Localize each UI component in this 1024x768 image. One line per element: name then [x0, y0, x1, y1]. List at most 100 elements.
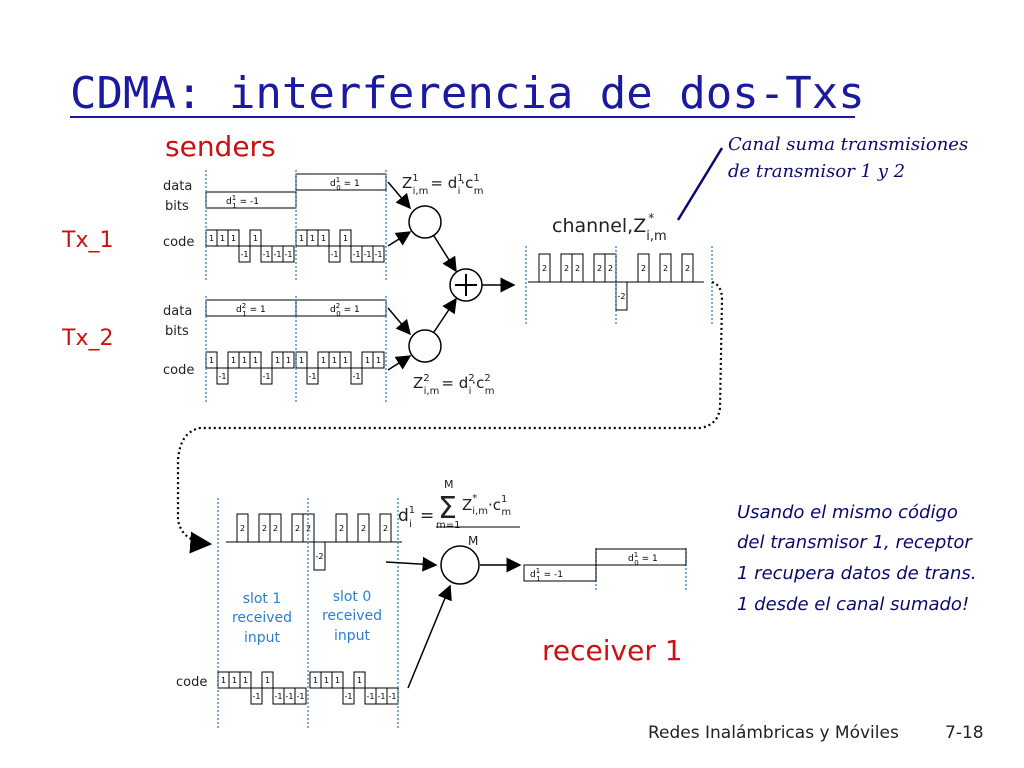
channel-chip-label-12: 2 [361, 524, 366, 533]
adder-icon [449, 268, 483, 302]
mult1-to-adder-arrow [433, 235, 457, 273]
receiver-code-label: code [176, 675, 207, 690]
channel-chip-label-10: 2 [339, 524, 344, 533]
sum-upper-limit: M [444, 478, 454, 491]
chip-label-9: -1 [309, 372, 317, 381]
chip-label-12: 1 [343, 356, 348, 365]
footer-text: Redes Inalámbricas y Móviles [648, 723, 899, 743]
chip-label-7: 1 [286, 356, 291, 365]
tx2-bit-d0-sup: 2 [336, 302, 340, 310]
chip-label-9: 1 [324, 676, 329, 685]
svg-text:received: received [322, 608, 382, 624]
svg-text:Z*i,m·c1m: Z*i,m·c1m [462, 493, 511, 518]
chip-label-13: -1 [353, 250, 361, 259]
chip-10 [317, 229, 330, 247]
svg-text:received: received [232, 610, 292, 626]
tx2-bit-d1-value: = 1 [250, 305, 266, 315]
svg-text:del transmisor 1, receptor: del transmisor 1, receptor [737, 532, 973, 553]
tx2-code-to-mult-arrow [387, 355, 412, 371]
slide-title: CDMA: interferencia de dos-Txs [70, 68, 865, 119]
slot1-label: slot 1 received input [232, 591, 292, 646]
tx2-bit-d0-label: d [330, 305, 336, 315]
channel-chip-label-1: 2 [240, 524, 245, 533]
svg-text:1 desde el canal sumado!: 1 desde el canal sumado! [737, 594, 969, 615]
channel-chip-label-12: 2 [663, 264, 668, 273]
channel-to-receiver-connector [176, 280, 724, 554]
tx2-code-label: code [163, 363, 194, 378]
chip-label-7: -1 [285, 250, 293, 259]
svg-text:input: input [244, 630, 281, 646]
mult2-to-adder-arrow [433, 297, 457, 333]
recv-code-to-mult-arrow [407, 584, 452, 689]
chip-label-13: -1 [367, 692, 375, 701]
chip-13 [350, 367, 363, 385]
chip-label-2: 1 [243, 676, 248, 685]
chip-label-15: -1 [375, 250, 383, 259]
svg-text:slot 0: slot 0 [333, 589, 372, 605]
chip-3 [250, 687, 263, 705]
svg-text:d10= 1: d10= 1 [628, 551, 658, 567]
chip-label-1: 1 [232, 676, 237, 685]
channel-chip-label-3: 2 [262, 524, 267, 533]
channel-chip-label-6: 2 [597, 264, 602, 273]
tx2-bit-d1-sub: 1 [242, 310, 246, 318]
chip-label-1: 1 [220, 234, 225, 243]
tx1-bit-d1-sub: 1 [232, 202, 236, 210]
chip-label-8: 1 [299, 356, 304, 365]
multiplier-1-icon [408, 205, 442, 239]
channel-chip-label-4: 2 [273, 524, 278, 533]
recv-bit-d0 [595, 548, 687, 566]
chip-label-5: -1 [275, 692, 283, 701]
note-bottom: Usando el mismo código del transmisor 1,… [737, 502, 976, 615]
chip-15 [372, 245, 385, 263]
svg-text:d1i: d1i [398, 505, 415, 530]
tx2-data-label: data [163, 304, 192, 319]
recv-bit-d1 [523, 564, 597, 582]
chip-label-3: 1 [242, 356, 247, 365]
chip-label-0: 1 [209, 234, 214, 243]
tx1-bit-d1-label: d [226, 197, 232, 207]
chip-10 [331, 671, 344, 689]
tx1-code-label: code [163, 235, 194, 250]
note-top-line1: Canal suma transmisiones [728, 134, 968, 155]
chip-7 [282, 245, 295, 263]
channel-chip-label-14: 2 [383, 524, 388, 533]
chip-label-7: -1 [297, 692, 305, 701]
chip-label-6: 1 [275, 356, 280, 365]
chip-1 [216, 367, 229, 385]
svg-text:=: = [420, 506, 434, 526]
tx2-bit-d1-label: d [236, 305, 242, 315]
chip-label-11: 1 [332, 356, 337, 365]
chip-label-10: 1 [335, 676, 340, 685]
tx1-data-to-mult-arrow [387, 181, 411, 210]
channel-chip-label-14: 2 [685, 264, 690, 273]
tx1-label: Tx_1 [61, 228, 113, 253]
channel-chip-label-7: 2 [608, 264, 613, 273]
channel-chip-label-8: -2 [316, 552, 324, 561]
channel-chip-label-8: -2 [618, 292, 626, 301]
tx1-bit-d0 [295, 173, 387, 191]
chip-4 [249, 351, 262, 369]
chip-label-8: 1 [313, 676, 318, 685]
chip-label-11: -1 [331, 250, 339, 259]
chip-label-4: 1 [253, 234, 258, 243]
tx1-code-to-mult-arrow [387, 231, 412, 247]
tx1-bit-d1-sup: 1 [232, 194, 236, 202]
chip-label-2: 1 [231, 234, 236, 243]
note-top-line2: de transmisor 1 y 2 [728, 161, 905, 182]
chip-label-11: -1 [345, 692, 353, 701]
svg-text:d11= -1: d11= -1 [530, 567, 563, 583]
chip-11 [342, 687, 355, 705]
chip-12 [339, 351, 352, 369]
svg-text:input: input [334, 628, 371, 644]
chip-2 [239, 671, 252, 689]
fraction-denominator: M [468, 534, 478, 548]
slot0-label: slot 0 received input [322, 589, 382, 644]
chip-label-4: 1 [265, 676, 270, 685]
